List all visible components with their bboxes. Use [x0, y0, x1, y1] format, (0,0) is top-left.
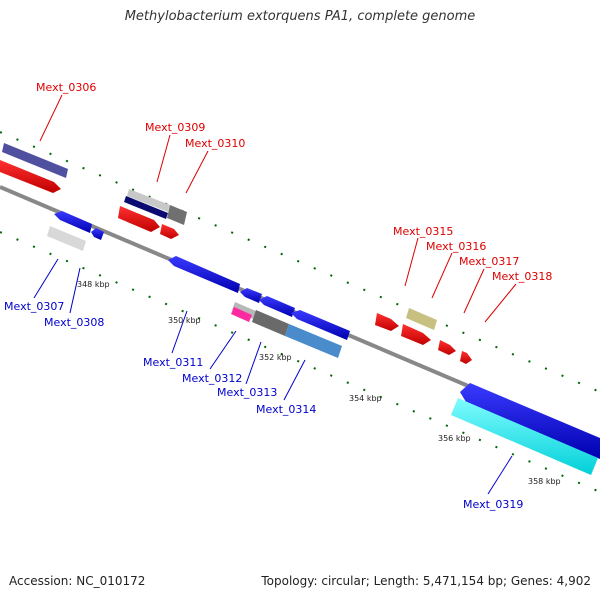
- tick-row-lower: [0, 231, 600, 493]
- gene-label-mext_0311[interactable]: Mext_0311: [143, 356, 203, 369]
- gene-feature-mext_0315[interactable]: [375, 313, 399, 331]
- gene-label-mext_0314[interactable]: Mext_0314: [256, 403, 316, 416]
- leader-lines-forward: [39, 94, 517, 323]
- gene-feature-mext_0307[interactable]: [54, 211, 104, 240]
- gene-feature-mext_0308[interactable]: [47, 226, 86, 251]
- axis-tick-label: 354 kbp: [349, 394, 382, 403]
- axis-tick-label: 350 kbp: [168, 316, 201, 325]
- gene-label-mext_0312[interactable]: Mext_0312: [182, 372, 242, 385]
- map-title: Methylobacterium extorquens PA1, complet…: [124, 9, 476, 24]
- gene-feature-mext_0306[interactable]: [0, 160, 61, 193]
- gene-feature-mext_0311[interactable]: [168, 256, 295, 317]
- gene-feature-mext_0312[interactable]: [231, 302, 256, 322]
- axis-tick-label: 358 kbp: [528, 477, 561, 486]
- gene-label-mext_0317[interactable]: Mext_0317: [459, 255, 519, 268]
- gene-feature-mext_0313[interactable]: [252, 310, 289, 336]
- gene-label-mext_0306[interactable]: Mext_0306: [36, 81, 96, 94]
- gene-label-mext_0319[interactable]: Mext_0319: [463, 498, 523, 511]
- gene-label-mext_0315[interactable]: Mext_0315: [393, 225, 453, 238]
- axis-tick-label: 356 kbp: [438, 434, 471, 443]
- gene-label-mext_0307[interactable]: Mext_0307: [4, 300, 64, 313]
- leader-lines-reverse: [33, 258, 513, 495]
- gene-feature-mext_0310[interactable]: [118, 205, 187, 239]
- gene-feature-mext_0309[interactable]: [124, 189, 170, 219]
- gene-feature-mext_0316[interactable]: [401, 308, 437, 345]
- gene-feature-mext_0318[interactable]: [460, 351, 472, 364]
- gene-label-mext_0309[interactable]: Mext_0309: [145, 121, 205, 134]
- gene-feature-mext_0306-row1[interactable]: [2, 143, 68, 178]
- gene-feature-mext_0314[interactable]: [285, 310, 350, 358]
- gene-label-mext_0316[interactable]: Mext_0316: [426, 240, 486, 253]
- topology-text: Topology: circular; Length: 5,471,154 bp…: [261, 574, 591, 588]
- gene-label-mext_0313[interactable]: Mext_0313: [217, 386, 277, 399]
- gene-label-mext_0308[interactable]: Mext_0308: [44, 316, 104, 329]
- accession-text: Accession: NC_010172: [9, 574, 146, 588]
- gene-label-mext_0310[interactable]: Mext_0310: [185, 137, 245, 150]
- axis-tick-label: 348 kbp: [77, 280, 110, 289]
- gene-feature-mext_0319[interactable]: [451, 383, 600, 475]
- tick-row-upper: [0, 131, 600, 393]
- gene-feature-mext_0317[interactable]: [438, 340, 456, 355]
- axis-tick-label: 352 kbp: [259, 353, 292, 362]
- gene-label-mext_0318[interactable]: Mext_0318: [492, 270, 552, 283]
